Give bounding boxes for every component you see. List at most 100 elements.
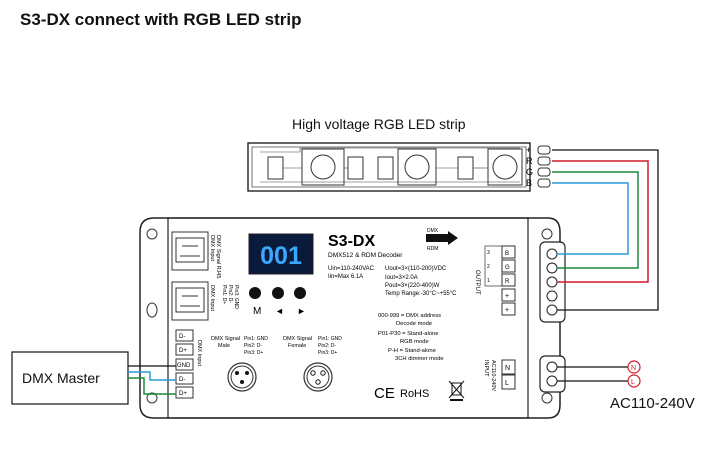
ac-n-label: N: [631, 365, 636, 372]
xlr-female-pin3: Pin3: D+: [318, 350, 337, 356]
rj45-port-2: [171, 281, 209, 321]
xlr-female-connector: [303, 362, 333, 392]
strip-resistor: [267, 156, 284, 180]
mode-3-line-1: P-H = Stand-alone: [388, 348, 436, 354]
spec-left-1: Uin=110-240VAC: [328, 266, 375, 272]
led-display: [248, 233, 314, 275]
button-right[interactable]: [294, 287, 306, 299]
rj45-label: DMX Input: [209, 285, 215, 311]
dmx-terminal-gnd: GND: [177, 363, 191, 369]
output-channel-1: 1: [487, 278, 490, 284]
ac-l-label: L: [631, 379, 635, 386]
ac-n-terminal-icon: [627, 360, 641, 374]
wire-green: [552, 171, 639, 269]
mode-2-line-1: P01-P30 = Stand-alone: [378, 331, 438, 337]
mount-hole: [541, 228, 553, 240]
wire-dmx-d-plus: [128, 377, 176, 395]
xlr-male-pin2: Pin2: D-: [244, 343, 262, 349]
input-terminal-block: [501, 359, 516, 390]
mode-2-line-2: RGB mode: [400, 339, 429, 345]
output-terminal-plus: +: [505, 293, 509, 300]
button-left[interactable]: [272, 287, 284, 299]
xlr-male-sub: Male: [218, 343, 230, 349]
input-voltage-label: AC110-240V: [490, 360, 496, 391]
wire-plus: [552, 149, 659, 311]
button-m-label: M: [253, 306, 261, 317]
decoder-device: DMX Signal RJ45 DMX Input DMX Input Pin1…: [139, 217, 561, 419]
rj45-label: DMX Input: [209, 235, 215, 261]
xlr-male-connector: [227, 362, 257, 392]
input-terminal-n: N: [505, 365, 510, 372]
mount-hole: [146, 392, 158, 404]
rj45-port-1: [171, 231, 209, 271]
mode-1-line-1: 000-999 = DMX address: [378, 313, 441, 319]
output-channel-2: 2: [487, 264, 490, 270]
rj45-pin: Pin2: D-: [227, 285, 233, 303]
strip-terminal-r: R: [526, 156, 533, 166]
strip-terminal-b: B: [526, 178, 532, 188]
ac-input-wires: [557, 366, 628, 382]
xlr-male-pin3: Pin3: D+: [244, 350, 263, 356]
dmx-terminal-d-minus-2: D-: [179, 377, 185, 383]
diagram-title: S3-DX connect with RGB LED strip: [20, 10, 302, 29]
ac-voltage-label: AC110-240V: [610, 395, 695, 412]
dmx-master-label: DMX Master: [22, 370, 100, 386]
dmx-rdm-logo: DMX RDM: [426, 228, 458, 252]
rj45-label: DMX Signal RJ45: [215, 235, 221, 278]
model-subtitle: DMX512 & RDM Decoder: [328, 252, 403, 259]
dmx-terminal-d-plus-2: D+: [179, 391, 187, 397]
button-right-label: ►: [297, 306, 306, 316]
mode-1-line-2: Decode mode: [396, 321, 432, 327]
rohs-mark: RoHS: [400, 388, 429, 400]
weee-bin-icon: [448, 380, 465, 401]
mount-hole: [541, 392, 553, 404]
spec-right-4: Temp Range:-30°C~+55°C: [385, 291, 457, 297]
rj45-pin: Pin1: D+: [221, 285, 227, 304]
input-label: INPUT: [483, 360, 489, 377]
model-name: S3-DX: [328, 233, 375, 250]
xlr-female-pin2: Pin2: D-: [318, 343, 336, 349]
output-terminal-block: [484, 245, 516, 316]
spec-right-2: Iout=3×2.0A: [385, 275, 418, 281]
spec-right-3: Pout=3×(220-400)W: [385, 283, 440, 289]
output-label: OUTPUT: [474, 270, 480, 295]
strip-label: High voltage RGB LED strip: [292, 116, 466, 132]
dmx-input-label: DMX Input: [196, 340, 202, 366]
strip-terminal-g: G: [526, 167, 533, 177]
xlr-female-pin1: Pin1: GND: [318, 336, 342, 342]
xlr-female-title: DMX Signal: [283, 336, 312, 342]
mode-3-line-2: 3CH dimmer mode: [395, 356, 444, 362]
ce-mark: CE: [374, 385, 395, 402]
output-terminal-plus-2: +: [505, 307, 509, 314]
rj45-pin: Pin3: GND: [233, 285, 239, 309]
xlr-male-pin1: Pin1: GND: [244, 336, 268, 342]
button-m[interactable]: [249, 287, 261, 299]
dmx-terminal-d-plus: D+: [179, 348, 187, 354]
spec-right-1: Uout=3×(110-200)VDC: [385, 266, 447, 272]
rdm-logo-text: RDM: [427, 246, 438, 252]
xlr-female-sub: Female: [288, 343, 306, 349]
strip-terminal-pads: [537, 145, 551, 188]
wire-blue: [552, 182, 629, 255]
strip-terminal-plus: +: [526, 145, 531, 155]
strip-led-chip: [397, 148, 437, 186]
output-terminal-g: G: [505, 265, 510, 271]
ac-l-terminal-icon: [627, 374, 641, 388]
dmx-logo-text: DMX: [427, 228, 439, 234]
output-channel-3: 3: [487, 250, 490, 256]
spec-left-2: Iin=Max 6.1A: [328, 274, 363, 280]
mount-hole: [146, 228, 158, 240]
mount-hole: [146, 302, 158, 318]
button-left-label: ◄: [275, 306, 284, 316]
output-terminal-b: B: [505, 251, 509, 257]
dmx-terminal-block: [175, 329, 194, 399]
wire-red: [552, 160, 649, 283]
display-value: 001: [260, 242, 302, 270]
input-terminal-l: L: [505, 380, 509, 387]
output-terminal-r: R: [505, 279, 510, 285]
led-strip: + R G B: [247, 142, 551, 192]
xlr-male-title: DMX Signal: [211, 336, 240, 342]
dmx-terminal-d-minus: D-: [179, 334, 185, 340]
